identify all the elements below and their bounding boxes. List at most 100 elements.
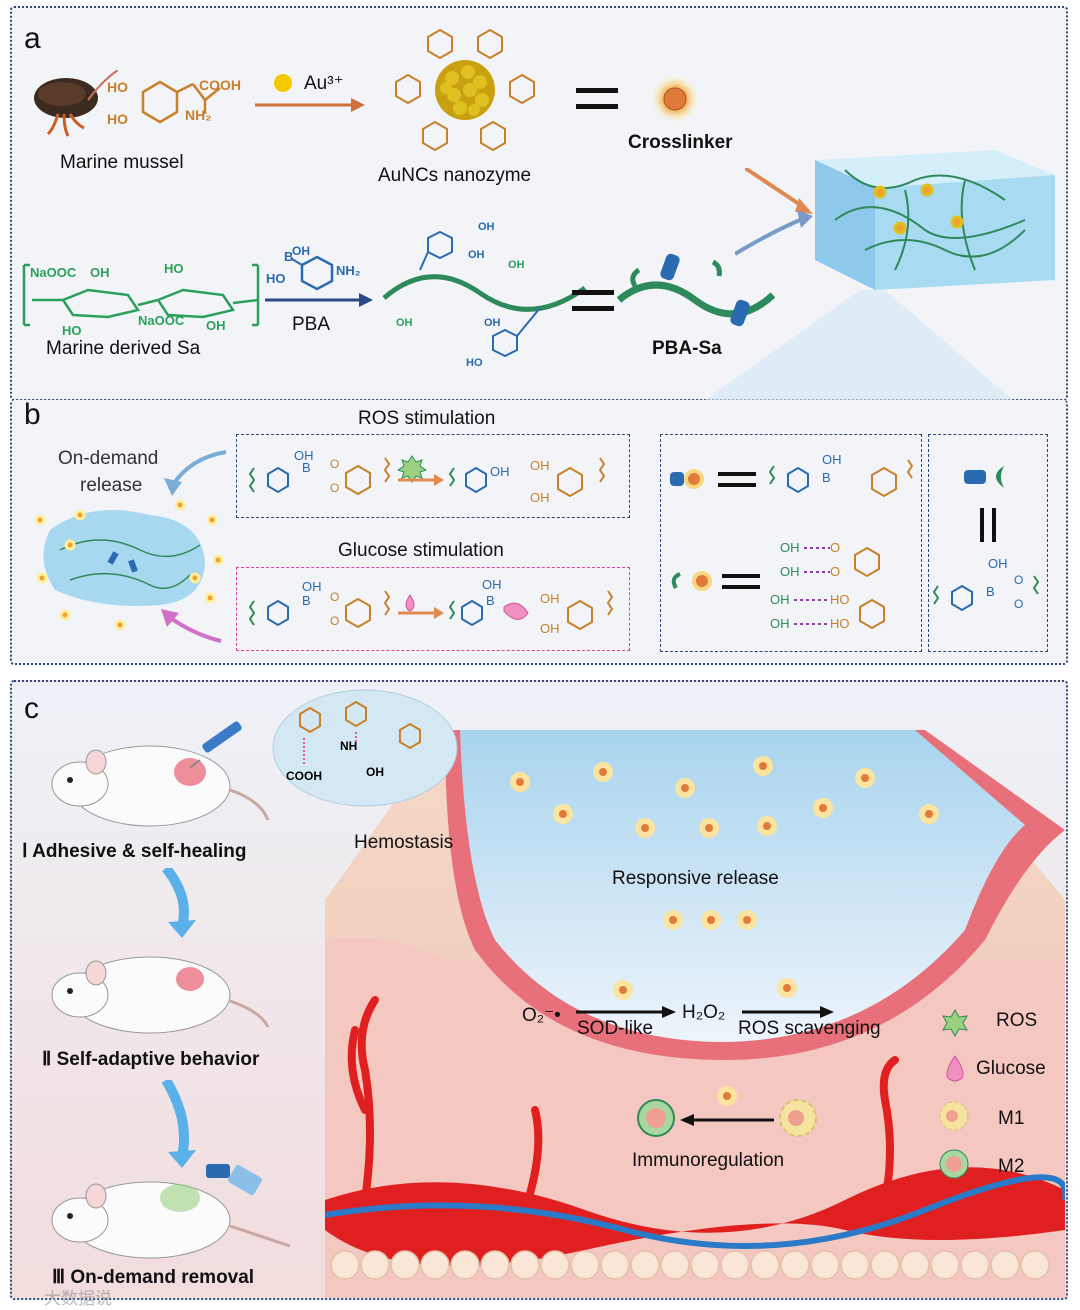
svg-text:OH: OH <box>508 259 525 271</box>
watermark: 大数据说 <box>44 1289 112 1308</box>
pba-arrow <box>265 293 373 307</box>
svg-text:OH: OH <box>780 540 800 555</box>
ros-icon <box>942 1008 968 1038</box>
crosslinker-icon <box>651 75 699 123</box>
legend-m2-label: M2 <box>998 1156 1025 1177</box>
svg-text:B: B <box>302 460 311 475</box>
arrow-release-bottom <box>161 609 222 643</box>
step3-label: Ⅲ On-demand removal <box>52 1267 255 1288</box>
nanozyme-label: AuNCs nanozyme <box>378 165 532 186</box>
arrow-to-hydrogel <box>745 168 813 214</box>
panel-b-label: b <box>24 398 41 431</box>
svg-text:O: O <box>1014 597 1023 611</box>
bond-detail-box <box>660 434 922 652</box>
svg-text:OH: OH <box>780 564 800 579</box>
svg-text:HO: HO <box>266 271 286 286</box>
pba-sa-label: PBA-Sa <box>652 338 722 359</box>
h2o2-label: H₂O₂ <box>682 1002 726 1023</box>
au-label: Au³⁺ <box>304 73 344 94</box>
mouse-injection <box>51 721 270 827</box>
svg-text:B: B <box>284 249 293 264</box>
svg-text:OH: OH <box>530 458 550 473</box>
oh-text: OH <box>366 765 384 779</box>
step1-label: Ⅰ Adhesive & self-healing <box>22 841 247 862</box>
mussel-icon <box>34 70 118 137</box>
arrow-release-top <box>164 450 227 496</box>
m1-cell-in-wound <box>779 1099 817 1137</box>
svg-text:HO: HO <box>164 261 184 276</box>
svg-text:B: B <box>302 593 311 608</box>
svg-text:NaOOC: NaOOC <box>138 313 185 328</box>
svg-text:O: O <box>330 457 339 471</box>
m1-macrophage-icon <box>939 1101 969 1131</box>
equals-sign <box>576 88 618 109</box>
svg-text:OH: OH <box>822 452 842 467</box>
svg-text:HO: HO <box>830 592 850 607</box>
svg-text:HO: HO <box>830 616 850 631</box>
mouse-removal <box>51 1164 291 1259</box>
ros-stim-label: ROS stimulation <box>358 408 496 429</box>
svg-text:OH: OH <box>206 318 226 333</box>
au-arrow <box>255 98 365 112</box>
immunoregulation-label: Immunoregulation <box>632 1150 785 1171</box>
ros-scavenging-label: ROS scavenging <box>738 1018 881 1039</box>
svg-text:O: O <box>1014 573 1023 587</box>
glucose-stim-box <box>236 567 630 651</box>
svg-text:NH₂: NH₂ <box>336 263 361 278</box>
arrow-sa-to-hydrogel <box>735 210 813 256</box>
svg-text:HO: HO <box>107 79 128 95</box>
svg-text:OH: OH <box>490 464 510 479</box>
step2-label: Ⅱ Self-adaptive behavior <box>42 1049 260 1070</box>
svg-text:OH: OH <box>302 579 322 594</box>
svg-text:B: B <box>486 593 495 608</box>
hemostasis-bubble: COOH NH OH <box>272 689 458 807</box>
svg-text:O: O <box>830 540 840 555</box>
svg-text:OH: OH <box>396 317 413 329</box>
crosslinker-label: Crosslinker <box>628 132 733 153</box>
bond-legend-box <box>928 434 1048 652</box>
nh-text: NH <box>340 739 357 753</box>
svg-text:NaOOC: NaOOC <box>30 265 77 280</box>
svg-text:OH: OH <box>468 249 485 261</box>
sod-like-label: SOD-like <box>577 1018 654 1039</box>
mussel-label: Marine mussel <box>60 152 184 173</box>
svg-text:OH: OH <box>770 592 790 607</box>
svg-text:HO: HO <box>62 323 82 338</box>
svg-text:HO: HO <box>466 357 483 368</box>
ros-scavenging-arrow <box>742 1006 834 1018</box>
legend-m1-label: M1 <box>998 1108 1025 1129</box>
released-hydrogel <box>34 499 224 631</box>
glucose-stim-label: Glucose stimulation <box>338 540 504 561</box>
arrow-step-1-2 <box>162 868 196 938</box>
pba-molecule: HO B OH NH₂ <box>266 245 361 291</box>
legend-ros-label: ROS <box>996 1010 1038 1031</box>
panel-a-label: a <box>24 22 41 55</box>
svg-text:HO: HO <box>107 111 128 127</box>
svg-text:OH: OH <box>482 577 502 592</box>
wound-tissue <box>325 730 1065 1298</box>
svg-text:OH: OH <box>90 265 110 280</box>
immuno-arrow <box>680 1114 774 1126</box>
release-label: release <box>80 475 143 496</box>
svg-text:NH₂: NH₂ <box>185 107 211 123</box>
svg-text:O: O <box>330 590 339 604</box>
hydrogel-block <box>815 150 1055 290</box>
pba-sa-chain: OH OH OH OH HO OH <box>382 221 587 368</box>
svg-text:B: B <box>822 470 831 485</box>
bond-legend-content: BOH OO <box>932 466 1040 612</box>
svg-text:B: B <box>986 584 995 599</box>
panel-c-label: c <box>24 692 39 725</box>
arrow-step-2-3 <box>161 1080 196 1168</box>
pba-arrow-label: PBA <box>292 314 331 335</box>
hemostasis-label: Hemostasis <box>354 832 454 853</box>
svg-text:OH: OH <box>540 591 560 606</box>
on-demand-label: On-demand <box>58 448 159 469</box>
cooh-text: COOH <box>286 769 322 783</box>
svg-text:OH: OH <box>540 621 560 636</box>
zoom-cone <box>660 290 1050 432</box>
legend-glucose-label: Glucose <box>976 1058 1046 1079</box>
svg-text:O: O <box>830 564 840 579</box>
svg-text:COOH: COOH <box>199 77 241 93</box>
